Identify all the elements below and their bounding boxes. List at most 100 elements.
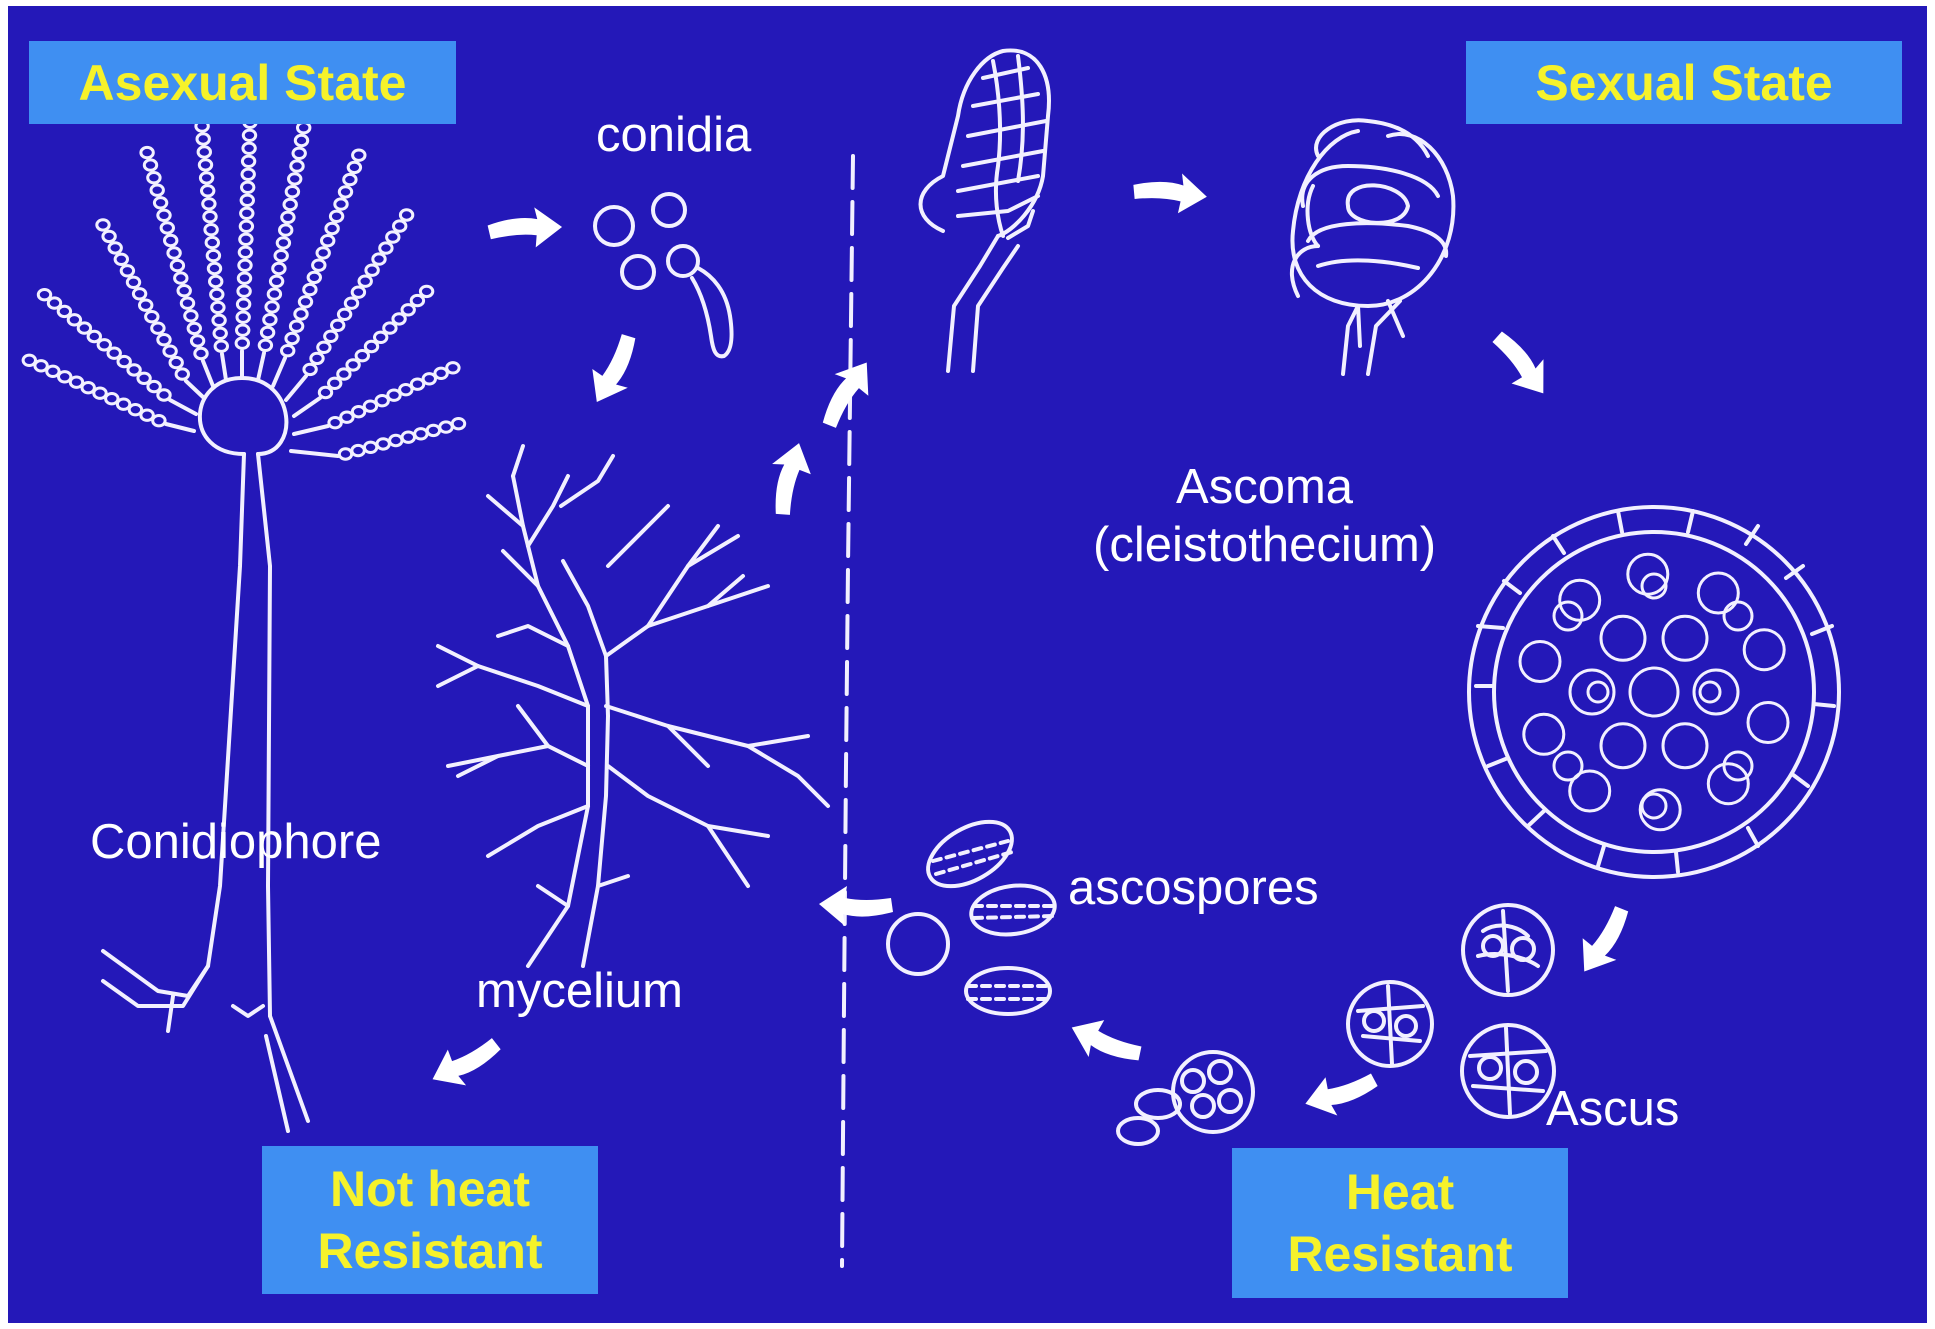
conidium-spore bbox=[242, 169, 254, 179]
conidium-spore bbox=[427, 425, 439, 435]
conidium-spore bbox=[291, 161, 303, 171]
conidium-spore bbox=[68, 315, 80, 325]
conidium-spore bbox=[127, 277, 139, 287]
conidium-spore bbox=[435, 368, 447, 378]
conidium-spore bbox=[98, 340, 110, 350]
conidium-spore bbox=[242, 182, 254, 192]
conidium-spore bbox=[447, 363, 459, 373]
conidium-spore bbox=[366, 265, 378, 275]
conidium-spore bbox=[115, 254, 127, 264]
not-heat-resistant-line2: Resistant bbox=[317, 1220, 542, 1283]
ascoma-cell bbox=[1700, 682, 1720, 702]
conidiophore-label: Conidiophore bbox=[90, 817, 382, 868]
conidium-spore bbox=[78, 323, 90, 333]
ascoma-cell bbox=[1748, 703, 1788, 743]
conidium-spore bbox=[384, 323, 396, 333]
conidia-drawing bbox=[595, 194, 732, 356]
conidium-spore bbox=[178, 286, 190, 296]
conidium-spore bbox=[170, 357, 182, 367]
conidium-spore bbox=[237, 312, 249, 322]
conidium-spore bbox=[214, 328, 226, 338]
conidium-spore bbox=[171, 260, 183, 270]
early-ascoma-drawing bbox=[1292, 120, 1454, 374]
conidium-spore bbox=[152, 323, 164, 333]
conidium-spore bbox=[140, 300, 152, 310]
conidium-spore bbox=[59, 372, 71, 382]
conidium-spore bbox=[138, 373, 150, 383]
conidium-spore bbox=[117, 399, 129, 409]
conidium-spore bbox=[286, 187, 298, 197]
conidium-spore bbox=[268, 289, 280, 299]
conidium-spore bbox=[380, 243, 392, 253]
conidium-spore bbox=[146, 312, 158, 322]
conidium-spore bbox=[70, 377, 82, 387]
conidium-spore bbox=[240, 221, 252, 231]
conidium-spore bbox=[237, 325, 249, 335]
conidium-spore bbox=[339, 187, 351, 197]
conidium-spore bbox=[275, 251, 287, 261]
conidium-spore bbox=[339, 449, 351, 459]
conidium-spore bbox=[148, 381, 160, 391]
conidium-spore bbox=[356, 351, 368, 361]
conidium-spore bbox=[420, 286, 432, 296]
conidium-spore bbox=[322, 236, 334, 246]
conidium-spore bbox=[103, 231, 115, 241]
conidium-spore bbox=[311, 353, 323, 363]
conidium-spore bbox=[295, 309, 307, 319]
conidium-spore bbox=[304, 284, 316, 294]
conidium-spore bbox=[293, 148, 305, 158]
mycelium-label: mycelium bbox=[476, 966, 683, 1017]
conidium-spore bbox=[352, 287, 364, 297]
conidium-spore bbox=[295, 135, 307, 145]
ascoma-cell bbox=[1601, 616, 1645, 660]
ascoma-cell bbox=[1724, 602, 1752, 630]
conidium-spore bbox=[129, 405, 141, 415]
conidium-spore bbox=[411, 295, 423, 305]
conidium-spore bbox=[400, 210, 412, 220]
conidium-spore bbox=[203, 199, 215, 209]
conidium-spore bbox=[241, 195, 253, 205]
conidium-spore bbox=[348, 162, 360, 172]
conidium-spore bbox=[375, 332, 387, 342]
ascoma-label: Ascoma (cleistothecium) bbox=[1093, 459, 1436, 575]
conidium-spore bbox=[106, 394, 118, 404]
ascoma-cell bbox=[1588, 682, 1608, 702]
conidium-spore bbox=[164, 346, 176, 356]
ascospores-drawing bbox=[888, 808, 1058, 1014]
conidium-spore bbox=[198, 147, 210, 157]
conidium-spore bbox=[158, 210, 170, 220]
conidium-spore bbox=[440, 422, 452, 432]
arrow-to-ascospores bbox=[1064, 1011, 1147, 1074]
heat-resistant-line1: Heat bbox=[1346, 1161, 1454, 1224]
conidium-spore bbox=[47, 366, 59, 376]
conidium-spore bbox=[239, 247, 251, 257]
conidium-spore bbox=[215, 341, 227, 351]
conidium-spore bbox=[128, 365, 140, 375]
conidium-spore bbox=[308, 272, 320, 282]
arrow-to-early-ascoma bbox=[1132, 171, 1208, 215]
arrow-to-mature-ascoma bbox=[1482, 323, 1560, 405]
conidium-spore bbox=[280, 225, 292, 235]
conidium-spore bbox=[94, 388, 106, 398]
conidium-spore bbox=[188, 323, 200, 333]
conidium-spore bbox=[168, 248, 180, 258]
conidium-spore bbox=[259, 340, 271, 350]
conidium-spore bbox=[191, 336, 203, 346]
conidium-spore bbox=[23, 355, 35, 365]
arrow-asci-left bbox=[1299, 1062, 1382, 1125]
sexual-state-box: Sexual State bbox=[1466, 41, 1902, 124]
conidium-spore bbox=[299, 297, 311, 307]
conidium-spore bbox=[415, 429, 427, 439]
conidium-spore bbox=[402, 305, 414, 315]
conidium-spore bbox=[304, 364, 316, 374]
conidium-spore bbox=[345, 298, 357, 308]
arrow-to-divider bbox=[819, 886, 893, 926]
asexual-state-box: Asexual State bbox=[29, 41, 456, 124]
ascoma-cell bbox=[1708, 764, 1748, 804]
ascogonium-drawing bbox=[921, 50, 1049, 371]
conidium-spore bbox=[176, 369, 188, 379]
conidium-spore bbox=[338, 309, 350, 319]
conidium-spore bbox=[154, 198, 166, 208]
conidium-spore bbox=[344, 174, 356, 184]
conidium-spore bbox=[411, 379, 423, 389]
